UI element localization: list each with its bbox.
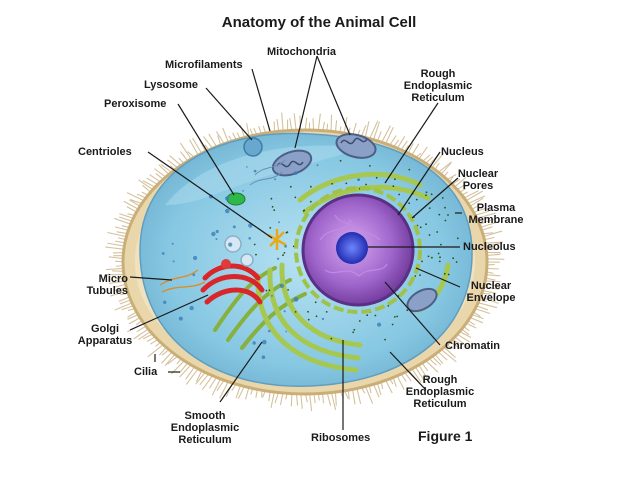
label-mitochondria: Mitochondria [267,46,337,58]
vesicle-shape [224,235,242,253]
label-smooth-er-line2: Endoplasmic [170,422,240,434]
lysosome-shape [243,137,263,157]
label-nuclear-pores-line2: Pores [462,180,494,192]
label-golgi-line1: Golgi [90,323,120,335]
label-nuclear-envelope-line2: Envelope [466,292,516,304]
label-rough-er-top-line2: Endoplasmic [403,80,473,92]
ribosome-dots [253,159,459,341]
label-chromatin: Chromatin [445,340,500,352]
label-plasma-membrane-line2: Membrane [468,214,524,226]
label-rough-er-top: Rough Endoplasmic Reticulum [398,68,478,104]
label-nuclear-pores: Nuclear Pores [450,168,506,192]
label-rough-er-bottom-line2: Endoplasmic [405,386,475,398]
label-peroxisome: Peroxisome [104,98,167,110]
cytoplasm-granules [161,164,382,360]
label-microfilaments: Microfilaments [165,59,243,71]
leader-lines [129,55,462,430]
label-golgi-apparatus: Golgi Apparatus [74,323,136,347]
label-nuclear-pores-line1: Nuclear [457,168,499,180]
peroxisome-shape [226,192,246,206]
label-plasma-membrane: Plasma Membrane [462,202,530,226]
diagram-title: Anatomy of the Animal Cell [221,14,417,31]
figure-label: Figure 1 [418,428,473,444]
label-centrioles: Centrioles [78,146,132,158]
label-rough-er-bottom: Rough Endoplasmic Reticulum [400,374,480,410]
label-micro-tubules-line1: Micro [98,273,128,285]
label-rough-er-top-line3: Reticulum [411,92,465,104]
label-nuclear-envelope: Nuclear Envelope [460,280,522,304]
label-nucleolus: Nucleolus [463,241,516,253]
golgi-vesicle [221,259,231,269]
microfilament-shapes [249,159,286,186]
vesicle-shape [240,253,254,267]
mitochondria-shapes [271,133,438,313]
nuclear-envelope-ring [294,186,422,314]
label-micro-tubules-line2: Tubules [86,285,128,297]
label-plasma-membrane-line1: Plasma [476,202,516,214]
label-cilia: Cilia [134,366,158,378]
golgi-shape [200,263,265,305]
label-micro-tubules: Micro Tubules [80,273,128,297]
label-smooth-er-line3: Reticulum [178,434,232,446]
label-nuclear-envelope-line1: Nuclear [470,280,512,292]
chromatin-shape [319,214,388,277]
label-smooth-er-line1: Smooth [184,410,226,422]
label-rough-er-top-line1: Rough [420,68,456,80]
label-nucleus: Nucleus [441,146,484,158]
label-lysosome: Lysosome [144,79,199,91]
label-golgi-line2: Apparatus [77,335,133,347]
microtubule-shapes [159,269,206,293]
label-rough-er-bottom-line3: Reticulum [413,398,467,410]
label-rough-er-bottom-line1: Rough [422,374,458,386]
nucleolus-shape [336,232,368,264]
label-ribosomes: Ribosomes [311,432,371,444]
label-smooth-er: Smooth Endoplasmic Reticulum [160,410,250,446]
